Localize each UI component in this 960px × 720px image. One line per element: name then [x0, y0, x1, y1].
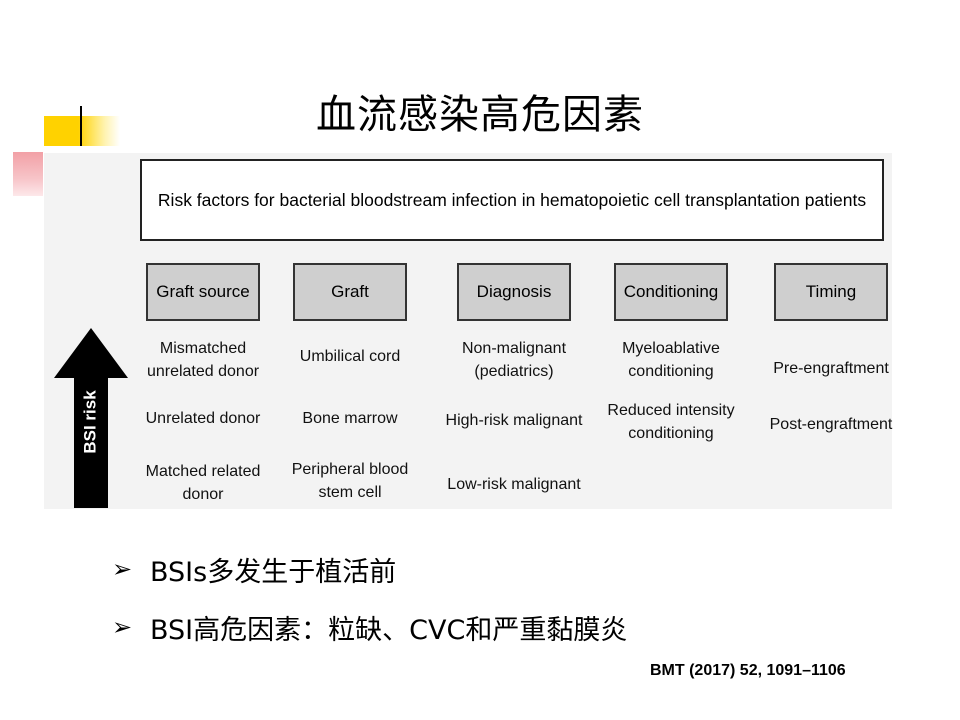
column-graft: Graft Umbilical cord Bone marrow Periphe… [275, 263, 425, 501]
decorative-pink-block [13, 152, 43, 196]
bullet-item: ➢ BSIs多发生于植活前 [112, 540, 627, 598]
citation: BMT (2017) 52, 1091–1106 [650, 662, 846, 679]
slide-title: 血流感染高危因素 [316, 92, 644, 138]
risk-item: Non-malignant(pediatrics) [461, 340, 567, 380]
column-header: Timing [774, 263, 888, 321]
bullet-list: ➢ BSIs多发生于植活前 ➢ BSI高危因素：粒缺、CVC和严重黏膜炎 [112, 540, 627, 656]
arrow-bullet-icon: ➢ [112, 555, 133, 583]
risk-item: Pre-engraftment [773, 360, 889, 377]
risk-factor-figure: Risk factors for bacterial bloodstream i… [44, 153, 892, 509]
risk-item: Umbilical cord [299, 348, 401, 365]
arrow-bullet-icon: ➢ [112, 613, 133, 641]
risk-item: Unrelated donor [145, 410, 261, 427]
risk-item: Low-risk malignant [447, 476, 581, 493]
column-header: Graft source [146, 263, 260, 321]
column-timing: Timing Pre-engraftment Post-engraftment [756, 263, 906, 433]
bullet-text: BSI高危因素：粒缺、CVC和严重黏膜炎 [150, 614, 628, 646]
risk-item: Bone marrow [302, 410, 398, 427]
decorative-vertical-bar [80, 106, 82, 146]
column-header: Graft [293, 263, 407, 321]
decorative-yellow-block [44, 116, 120, 146]
column-diagnosis: Diagnosis Non-malignant(pediatrics) High… [439, 263, 589, 493]
column-header: Conditioning [614, 263, 728, 321]
figure-header: Risk factors for bacterial bloodstream i… [140, 159, 884, 241]
column-header: Diagnosis [457, 263, 571, 321]
bullet-item: ➢ BSI高危因素：粒缺、CVC和严重黏膜炎 [112, 598, 627, 656]
risk-item: Post-engraftment [769, 416, 893, 433]
bsi-risk-arrow-icon [54, 328, 128, 508]
risk-item: High-risk malignant [445, 412, 583, 429]
bullet-text: BSIs多发生于植活前 [150, 556, 397, 588]
arrow-label: BSI risk [81, 390, 100, 454]
